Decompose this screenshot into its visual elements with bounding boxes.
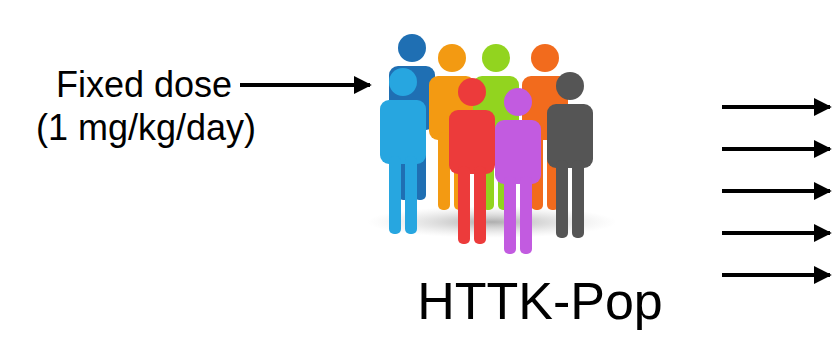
person-figure: [495, 88, 541, 254]
dose-label: (1 mg/kg/day): [0, 107, 292, 148]
person-figure: [449, 78, 495, 244]
input-arrow: [240, 85, 370, 86]
dose-label: Fixed dose: [0, 64, 232, 105]
person-figure: [547, 72, 593, 238]
person-figure: [380, 68, 426, 234]
people-group: [380, 34, 593, 254]
output-arrows: [722, 107, 830, 275]
model-name: HTTK-Pop: [400, 272, 680, 332]
